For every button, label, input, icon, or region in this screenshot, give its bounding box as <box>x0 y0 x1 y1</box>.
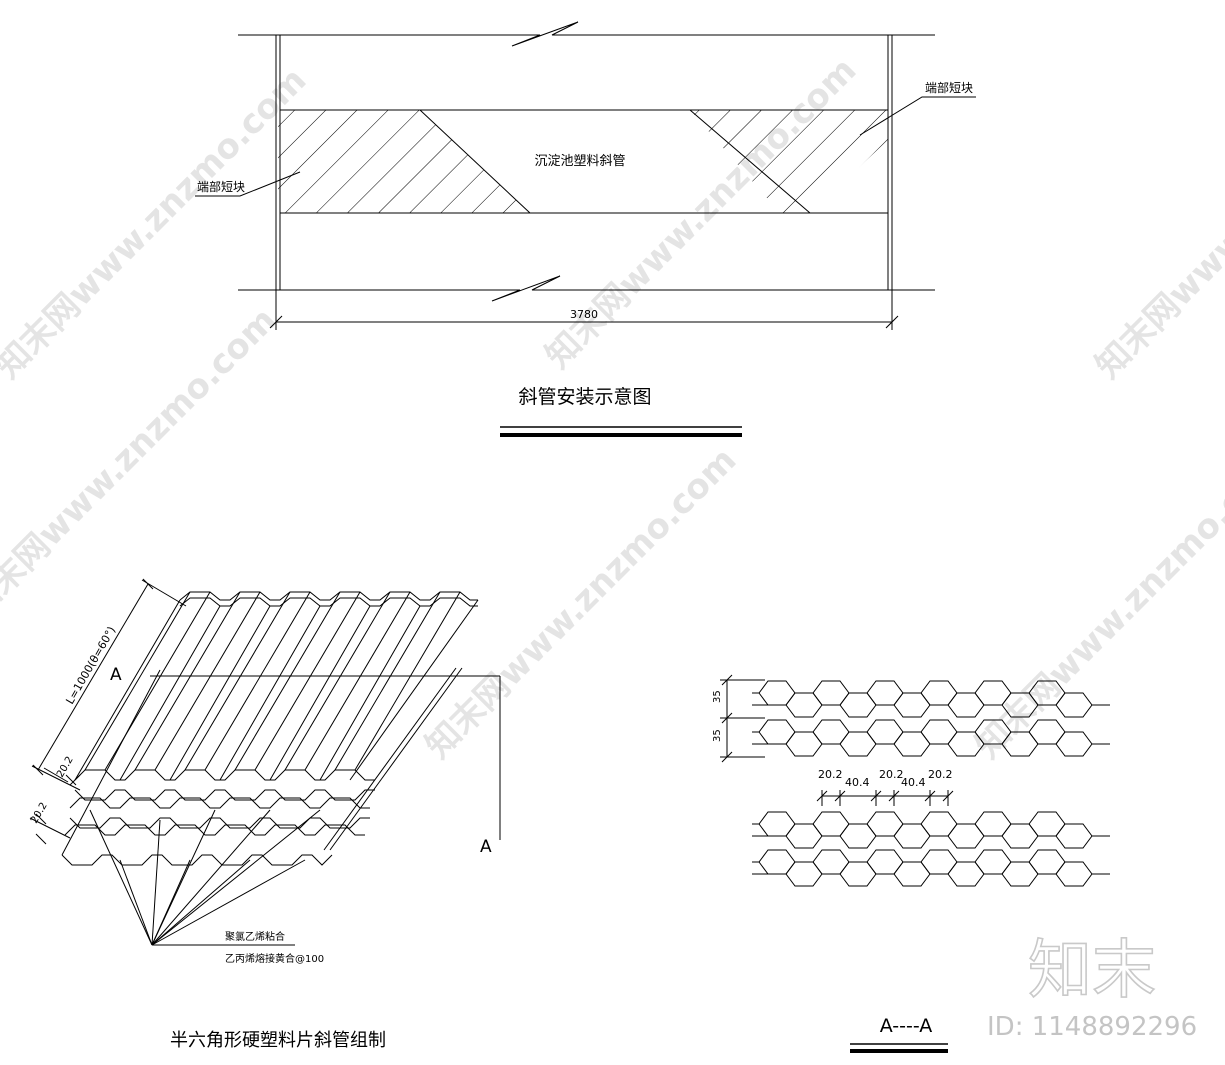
dim-tick <box>35 813 47 825</box>
dim-tick <box>65 774 77 786</box>
dim-c-value: 20.2 <box>879 768 904 781</box>
hexagon-row-line <box>752 873 1110 887</box>
left-side-edge <box>74 599 181 781</box>
tube-band-label: 沉淀池塑料斜管 <box>534 154 625 169</box>
right-side-edge <box>329 667 463 851</box>
drawing3-title: A----A <box>880 1015 933 1037</box>
hexagon-row-line <box>752 823 1110 837</box>
length-dimension-line <box>37 583 149 771</box>
right-leader-label: 端部短块 <box>925 80 973 95</box>
dim-extension-line <box>141 579 187 607</box>
hexagon-row-line <box>752 835 1110 849</box>
site-logo-text: 知末 <box>1028 934 1156 1008</box>
right-side-edge <box>323 667 457 851</box>
drawing1-title: 斜管安装示意图 <box>518 386 651 408</box>
section-mark-top: A <box>110 665 122 685</box>
hexagon-row-line <box>752 861 1110 875</box>
dim-tick <box>69 774 81 786</box>
dim-tick <box>43 767 69 783</box>
front-sheet-upper <box>74 769 375 781</box>
tube-assembly-isometric: A A L=1000(θ=60°) 20.2 20.2 聚 <box>29 578 501 1051</box>
dim-line <box>29 817 71 839</box>
section-a-a: 35 35 20.2 40.4 20.2 40.4 20.2 A----A <box>712 674 1110 1053</box>
top-boundary-line <box>238 21 935 47</box>
end-block-boundary-left <box>419 109 531 214</box>
end-block-boundary-right <box>689 109 811 214</box>
dim-row1-value: 35 <box>712 690 723 703</box>
dim-e-value: 20.2 <box>928 768 953 781</box>
hexagon-row-line <box>752 811 1083 825</box>
pitch-dim-ticks <box>816 790 954 806</box>
dim-upper-value: 20.2 <box>55 755 76 780</box>
left-leader-line <box>195 171 301 197</box>
dim-tick <box>721 751 733 763</box>
back-corrugation-edge <box>179 597 478 607</box>
dim-b-value: 40.4 <box>845 776 870 789</box>
dim-tick <box>885 315 899 329</box>
front-sheet-middle <box>69 817 370 829</box>
left-leader-label: 端部短块 <box>197 179 245 194</box>
right-leader-line <box>859 96 976 136</box>
hexagon-row-line <box>752 849 1083 863</box>
note-leader-fan <box>89 809 321 946</box>
front-sheet-middle <box>69 797 370 809</box>
dim-tick <box>721 712 733 724</box>
hexagon-row-line <box>752 704 1110 718</box>
dim-row2-value: 35 <box>712 729 723 742</box>
installation-schematic: 沉淀池塑料斜管 端部短块 端部短块 3780 斜管安装示意图 <box>195 21 976 437</box>
bottom-boundary-line <box>238 275 935 302</box>
dim-a-value: 20.2 <box>818 768 843 781</box>
dim-tick <box>142 578 154 590</box>
watermark-text: 知末网www.znzmo.com <box>1088 60 1225 386</box>
left-side-edge <box>61 669 161 856</box>
front-sheet-upper <box>74 789 375 801</box>
dim-tick <box>269 315 283 329</box>
front-sheet-lower <box>61 854 333 866</box>
back-corrugation-edge <box>179 591 478 601</box>
watermark-text: 知末网www.znzmo.com <box>968 440 1225 766</box>
section-mark-bottom: A <box>480 837 492 857</box>
asset-id: ID: 1148892296 <box>987 1012 1197 1042</box>
note-line2: 乙丙烯熔接黄合@100 <box>225 952 324 965</box>
hexagon-row-line <box>752 743 1110 757</box>
dim-lower-value: 20.2 <box>29 801 50 826</box>
note-line1: 聚氯乙烯粘合 <box>225 930 285 943</box>
dim-d-value: 40.4 <box>901 776 926 789</box>
branding: 知末 ID: 1148892296 <box>987 933 1197 1042</box>
dim-extension-line <box>31 765 81 791</box>
dim-tick <box>35 833 47 845</box>
dim-tick <box>32 764 44 776</box>
dim-tick <box>721 674 733 686</box>
ridge-lines <box>84 591 461 781</box>
drawing2-title: 半六角形硬塑料片斜管组制 <box>170 1030 386 1051</box>
hexagon-row-line <box>752 731 1110 745</box>
hexagon-rows <box>752 680 1110 887</box>
front-sheet-lower <box>64 824 365 836</box>
right-side-edge <box>349 599 479 781</box>
end-block-hatch-left <box>278 110 530 213</box>
width-dimension-value: 3780 <box>570 308 598 321</box>
